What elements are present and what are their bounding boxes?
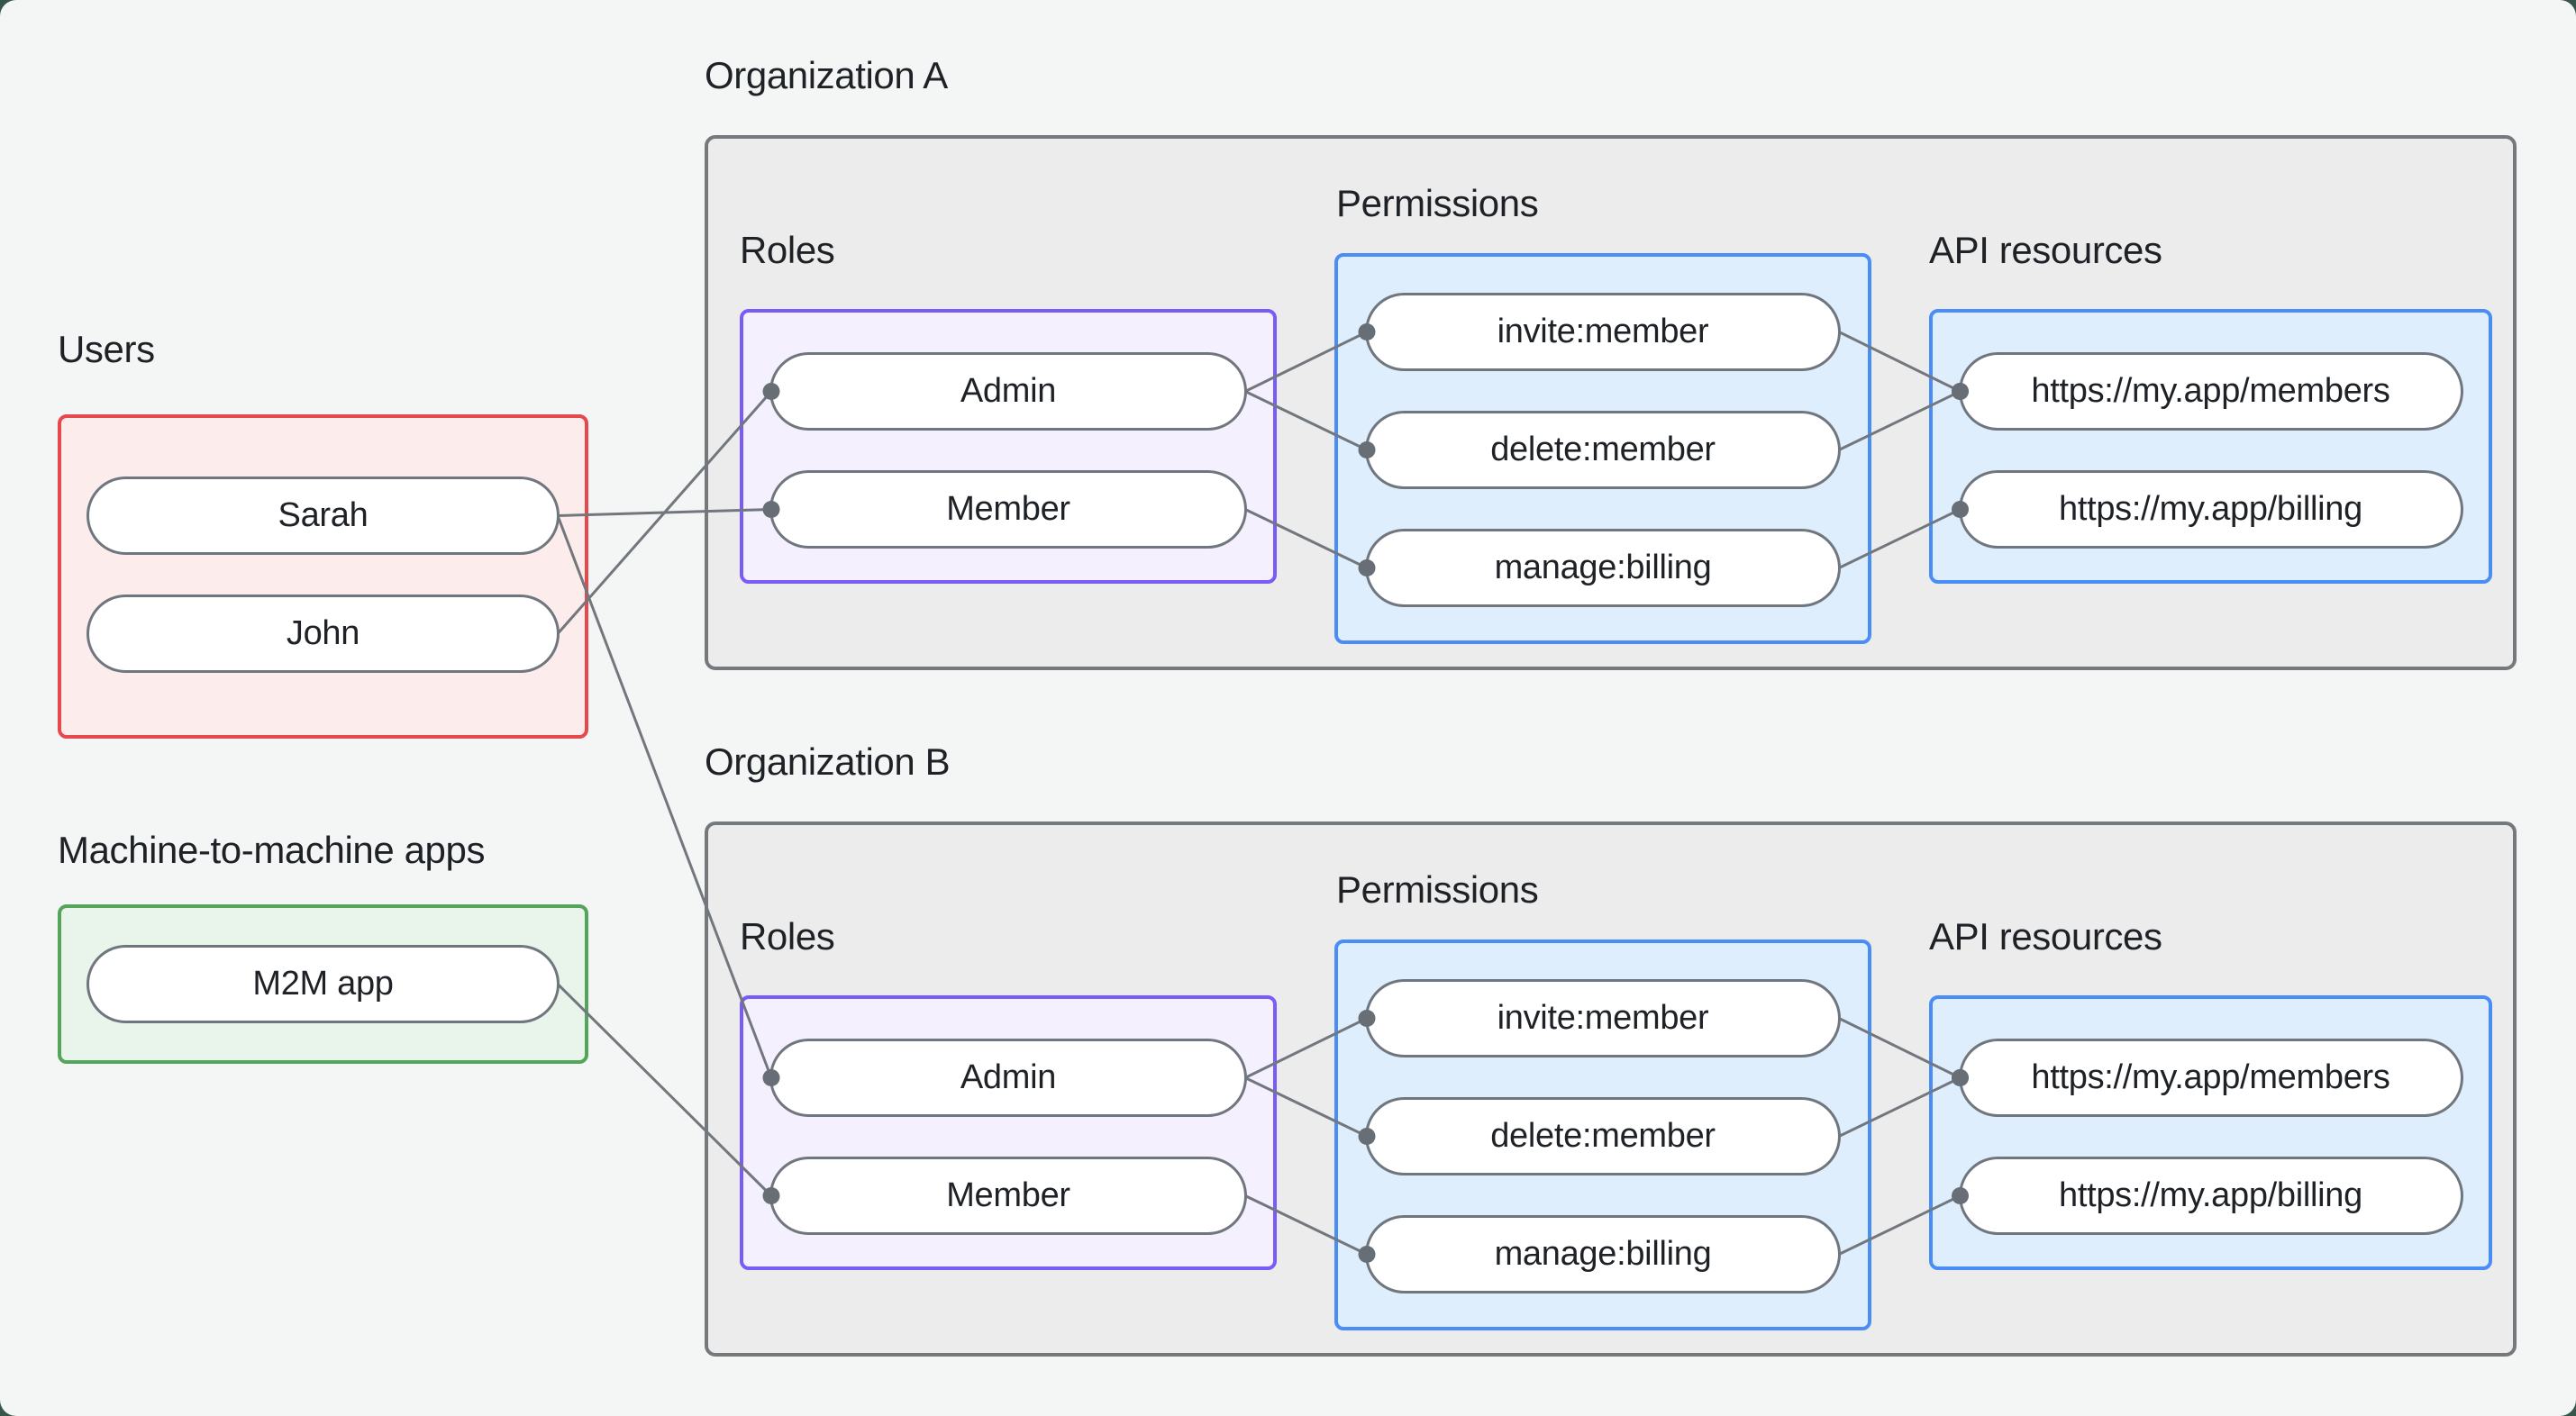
org-a-roles-label: Roles — [740, 229, 835, 271]
org-b-label: Organization B — [705, 740, 951, 783]
org-a-resources-box: https://my.app/members https://my.app/bil… — [1929, 309, 2492, 584]
node-m2m: M2M app — [86, 945, 560, 1023]
org-b-roles-label: Roles — [740, 915, 835, 958]
org-a-label: Organization A — [705, 54, 948, 96]
node-orgA-billing-api: https://my.app/billing — [1958, 470, 2463, 549]
org-b-permissions-box: invite:member delete:member manage:billing — [1334, 939, 1871, 1330]
org-b-permissions-label: Permissions — [1336, 868, 1539, 911]
node-orgA-admin: Admin — [769, 352, 1247, 431]
node-sarah: Sarah — [86, 477, 560, 555]
node-orgB-admin: Admin — [769, 1039, 1247, 1117]
node-orgB-member: Member — [769, 1157, 1247, 1235]
org-b-resources-box: https://my.app/members https://my.app/bil… — [1929, 995, 2492, 1270]
node-orgB-billing-api: https://my.app/billing — [1958, 1157, 2463, 1235]
users-section-label: Users — [58, 328, 155, 370]
node-orgA-members-api: https://my.app/members — [1958, 352, 2463, 431]
org-a-permissions-label: Permissions — [1336, 182, 1539, 224]
node-orgA-manage: manage:billing — [1365, 529, 1841, 607]
node-orgB-delete: delete:member — [1365, 1097, 1841, 1175]
node-orgB-manage: manage:billing — [1365, 1215, 1841, 1293]
node-orgA-delete: delete:member — [1365, 411, 1841, 489]
org-a-permissions-box: invite:member delete:member manage:billing — [1334, 253, 1871, 644]
m2m-section-label: Machine-to-machine apps — [58, 829, 486, 871]
org-b-resources-label: API resources — [1929, 915, 2162, 958]
node-orgA-member: Member — [769, 470, 1247, 549]
node-john: John — [86, 595, 560, 673]
node-orgB-invite: invite:member — [1365, 979, 1841, 1057]
node-orgA-invite: invite:member — [1365, 293, 1841, 371]
m2m-group-box: M2M app — [58, 904, 588, 1064]
node-orgB-members-api: https://my.app/members — [1958, 1039, 2463, 1117]
org-a-resources-label: API resources — [1929, 229, 2162, 271]
